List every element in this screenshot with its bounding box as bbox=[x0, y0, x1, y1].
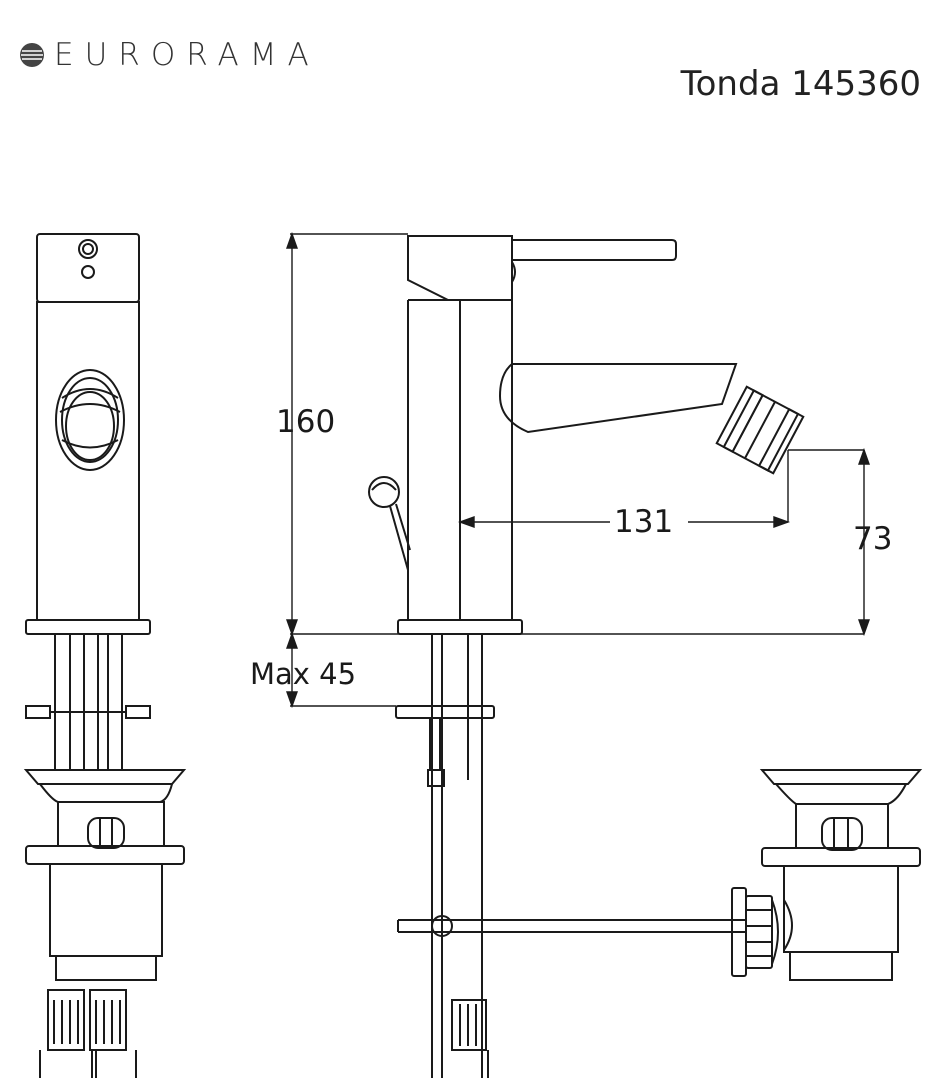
side-body bbox=[407, 300, 513, 620]
lever-handle bbox=[512, 239, 677, 261]
side-waste bbox=[731, 769, 923, 981]
eurorama-globe-icon bbox=[20, 43, 44, 67]
spout-height-label: 73 bbox=[853, 521, 892, 557]
popup-knob bbox=[368, 476, 411, 571]
front-view bbox=[23, 233, 187, 1078]
brand-name: EURORAMA bbox=[54, 37, 320, 73]
spout bbox=[498, 363, 738, 434]
model-title: Tonda 145360 bbox=[680, 64, 921, 104]
brand-logo: EURORAMA bbox=[18, 37, 320, 73]
dimension-lines bbox=[286, 231, 870, 709]
lever-head bbox=[407, 235, 513, 301]
front-waste bbox=[23, 769, 187, 981]
side-base-plate bbox=[397, 619, 523, 635]
max-deck-label: Max 45 bbox=[250, 657, 356, 691]
side-view bbox=[368, 235, 805, 1078]
front-aerator bbox=[55, 369, 125, 471]
side-aerator bbox=[715, 385, 805, 475]
front-hoses bbox=[39, 989, 137, 1078]
reach-label: 131 bbox=[614, 504, 673, 540]
height-label: 160 bbox=[276, 404, 335, 440]
front-base-plate bbox=[25, 619, 151, 635]
